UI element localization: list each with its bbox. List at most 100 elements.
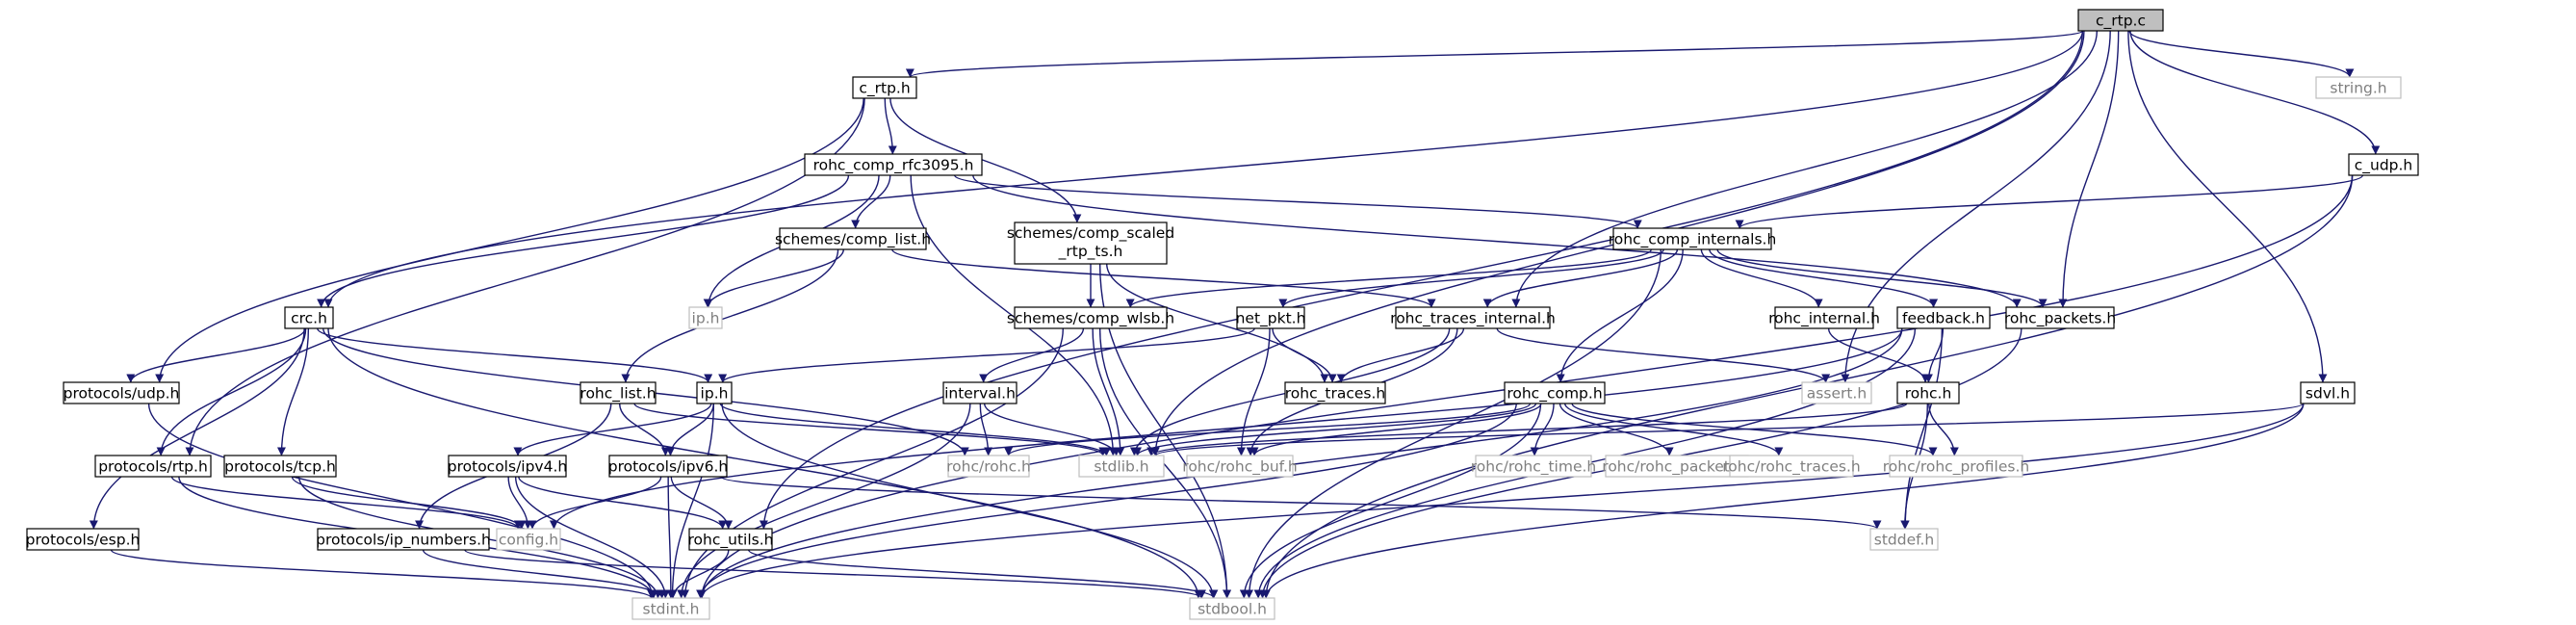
node-rohc-list-h[interactable]: rohc_list.h xyxy=(580,381,657,404)
node-assert-h: assert.h xyxy=(1801,381,1872,404)
edge-rohc_comp_rfc3095_h-to-crc_h xyxy=(317,174,850,308)
node-rohc-comp-rfc3095-h[interactable]: rohc_comp_rfc3095.h xyxy=(804,153,983,176)
node-label: stddef.h xyxy=(1874,532,1934,549)
edge-rohc_comp_h-to-stdint_h xyxy=(696,403,1517,599)
edge-rohc_comp_internals_h-to-schemes_comp_wlsb_h xyxy=(1125,248,1652,308)
edge-crc_h-to-protocols_tcp_h xyxy=(276,327,310,456)
node-feedback-h[interactable]: feedback.h xyxy=(1896,306,1991,329)
node-config-h: config.h xyxy=(496,528,561,551)
edge-rohc_comp_internals_h-to-rohc_packets_h xyxy=(1716,248,2048,308)
node-label: rohc/rohc_time.h xyxy=(1471,458,1596,477)
node-crc-h[interactable]: crc.h xyxy=(284,306,334,329)
edge-c_rtp_h-to-schemes_comp_scaled xyxy=(889,97,1082,223)
node-rohc-traces-h[interactable]: rohc_traces.h xyxy=(1284,381,1386,404)
node-c-udp-h[interactable]: c_udp.h xyxy=(2348,153,2419,176)
node-label: interval.h xyxy=(944,385,1016,403)
edge-rohc_list_h-to-stdlib_h xyxy=(633,403,1108,456)
node-rohc-traces-internal-h[interactable]: rohc_traces_internal.h xyxy=(1390,306,1556,329)
node-label: c_udp.h xyxy=(2355,157,2413,175)
node-label: protocols/tcp.h xyxy=(224,458,336,476)
node-protocols-udp-h[interactable]: protocols/udp.h xyxy=(63,381,180,404)
edge-protocols_ipv6_h-to-rohc_utils_h xyxy=(670,476,734,530)
node-interval-h[interactable]: interval.h xyxy=(942,381,1018,404)
edge-schemes_comp_list_h-to-rohc_list_h xyxy=(621,248,839,383)
node-rohc-comp-h[interactable]: rohc_comp.h xyxy=(1504,381,1606,404)
node-rohc-internal-h[interactable]: rohc_internal.h xyxy=(1768,306,1880,329)
node-label: protocols/ip_numbers.h xyxy=(316,532,491,550)
node-rohc-utils-h[interactable]: rohc_utils.h xyxy=(688,528,774,551)
node-label: ip.h xyxy=(701,385,729,403)
edge-net_pkt_h-to-rohc_rohc_buf_h xyxy=(1236,327,1271,456)
node-net-pkt-h[interactable]: net_pkt.h xyxy=(1236,306,1306,329)
dependency-edges xyxy=(89,30,2381,599)
node-protocols-ipv6-h[interactable]: protocols/ipv6.h xyxy=(608,455,728,478)
edge-protocols_ip_numbers_h-to-stdint_h xyxy=(422,549,667,599)
edge-interval_h-to-stdlib_h xyxy=(983,403,1121,456)
edge-rohc_comp_h-to-rohc_rohc_packets_h xyxy=(1558,403,1674,456)
edge-c_udp_h-to-rohc_comp_internals_h xyxy=(1735,174,2364,229)
node-label: rohc_traces_internal.h xyxy=(1390,310,1556,328)
edge-ip_h-to-protocols_ipv6_h xyxy=(665,403,714,456)
node-sdvl-h[interactable]: sdvl.h xyxy=(2300,381,2356,404)
node-label: protocols/ipv4.h xyxy=(448,458,567,476)
edge-rohc_comp_rfc3095_h-to-stdlib_h xyxy=(910,174,1118,456)
edge-net_pkt_h-to-rohc_traces_h xyxy=(1272,327,1337,383)
edge-sdvl_h-to-stdlib_h xyxy=(1151,403,2305,456)
edge-protocols_ip_numbers_h-to-stdbool_h xyxy=(464,549,1206,599)
node-label: rohc/rohc_buf.h xyxy=(1182,458,1297,477)
node-label: string.h xyxy=(2330,80,2386,97)
edge-schemes_comp_wlsb_h-to-interval_h xyxy=(979,327,1085,383)
edge-c_rtp_c-to-rohc_utils_h xyxy=(759,30,2084,530)
node-label: stdint.h xyxy=(643,601,700,618)
edge-protocols_ipv4_h-to-rohc_utils_h xyxy=(518,476,728,530)
node-label: rohc_comp_rfc3095.h xyxy=(813,157,974,175)
node-label: protocols/ipv6.h xyxy=(608,458,728,476)
node-protocols-ip-numbers-h[interactable]: protocols/ip_numbers.h xyxy=(316,528,491,551)
edge-rohc_traces_internal_h-to-rohc_traces_h xyxy=(1336,327,1465,383)
edge-crc_h-to-stdbool_h xyxy=(327,327,1203,599)
edge-rohc_comp_internals_h-to-rohc_internal_h xyxy=(1700,248,1823,308)
node-stddef-h: stddef.h xyxy=(1869,528,1939,551)
node-protocols-tcp-h[interactable]: protocols/tcp.h xyxy=(223,455,337,478)
node-label: rohc_comp.h xyxy=(1507,385,1602,404)
edge-interval_h-to-stdint_h xyxy=(677,403,971,599)
edge-rohc_comp_rfc3095_h-to-schemes_comp_list_h xyxy=(851,174,891,229)
node-label: stdbool.h xyxy=(1198,601,1267,618)
node-ip-h[interactable]: ip.h xyxy=(696,381,733,404)
node-c-rtp-c[interactable]: c_rtp.c xyxy=(2077,9,2164,32)
node-label: rohc/rohc_traces.h xyxy=(1722,458,1861,477)
edge-c_rtp_h-to-protocols_udp_h xyxy=(155,97,864,383)
edge-sdvl_h-to-stdint_h xyxy=(697,403,2305,599)
edge-protocols_ipv6_h-to-config_h xyxy=(528,476,662,530)
node-schemes-comp-scaled[interactable]: schemes/comp_scaled_rtp_ts.h xyxy=(1007,221,1174,265)
node-c-rtp-h[interactable]: c_rtp.h xyxy=(852,76,917,99)
node-rohc-packets-h[interactable]: rohc_packets.h xyxy=(2004,306,2116,329)
node-protocols-rtp-h[interactable]: protocols/rtp.h xyxy=(94,455,212,478)
edge-sdvl_h-to-stdbool_h xyxy=(1261,403,2305,599)
node-rohc-rohc-profiles-h: rohc/rohc_profiles.h xyxy=(1883,455,2029,478)
node-ip-h-ext: ip.h xyxy=(688,306,723,329)
node-protocols-esp-h[interactable]: protocols/esp.h xyxy=(26,528,141,551)
edge-rohc_list_h-to-protocols_ipv6_h xyxy=(618,403,670,456)
node-label: crc.h xyxy=(291,310,327,327)
node-rohc-h[interactable]: rohc.h xyxy=(1896,381,1960,404)
node-protocols-ipv4-h[interactable]: protocols/ipv4.h xyxy=(448,455,567,478)
edge-protocols_ipv6_h-to-stddef_h xyxy=(720,476,1882,530)
node-label: protocols/esp.h xyxy=(26,532,141,549)
node-label: schemes/comp_wlsb.h xyxy=(1007,310,1174,328)
node-label: rohc/rohc_profiles.h xyxy=(1883,458,2029,477)
edge-c_rtp_h-to-rohc_comp_rfc3095_h xyxy=(884,97,897,155)
node-schemes-comp-wlsb-h[interactable]: schemes/comp_wlsb.h xyxy=(1007,306,1174,329)
edge-crc_h-to-protocols_esp_h xyxy=(89,327,305,530)
edge-c_rtp_c-to-c_rtp_h xyxy=(906,30,2084,78)
edge-c_rtp_c-to-assert_h xyxy=(1841,30,2111,383)
edge-crc_h-to-protocols_udp_h xyxy=(126,327,306,383)
edge-crc_h-to-ip_h xyxy=(317,327,713,383)
node-stdlib-h: stdlib.h xyxy=(1078,455,1165,478)
node-label: rohc/rohc.h xyxy=(946,458,1031,476)
node-rohc-comp-internals-h[interactable]: rohc_comp_internals.h xyxy=(1609,227,1777,250)
edge-rohc_comp_h-to-stdbool_h xyxy=(1239,403,1542,599)
edge-rohc_comp_internals_h-to-rohc_traces_internal_h xyxy=(1482,248,1679,308)
node-schemes-comp-list-h[interactable]: schemes/comp_list.h xyxy=(775,227,931,250)
